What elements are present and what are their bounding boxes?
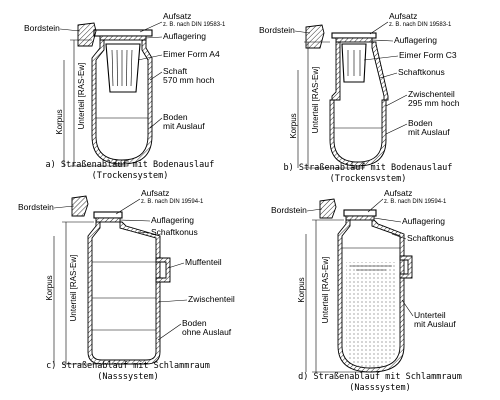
- panel-c-caption-2: (Nasssystem): [97, 372, 158, 382]
- panel-d-body: [337, 209, 413, 373]
- panel-b-bordstein: Bordstein: [259, 25, 295, 35]
- panel-d-unterteil-2: mit Auslauf: [414, 319, 456, 329]
- panel-b-schaftkonus: Schaftkonus: [398, 67, 445, 77]
- panel-a-korpus: Korpus: [55, 109, 64, 134]
- panel-c-auflagering: Auflagering: [151, 215, 194, 225]
- panel-b-body: [329, 32, 389, 169]
- panel-d-korpus: Korpus: [297, 277, 306, 302]
- panel-b-aufsatz: Aufsatz: [389, 11, 417, 21]
- panel-a-unterteil: Unterteil [RAS-Ew]: [77, 63, 86, 130]
- panel-b-boden-2: mit Auslauf: [408, 127, 450, 137]
- panel-d-caption-2: (Nasssystem): [349, 383, 410, 393]
- panel-b-boden-1: Boden: [408, 118, 433, 128]
- panel-c-boden-2: ohne Auslauf: [182, 327, 232, 337]
- panel-c-caption-1: c) Straßenablauf mit Schlammraum: [46, 361, 210, 371]
- panel-a-schaft-2: 570 mm hoch: [163, 75, 215, 85]
- panel-a-schaft-1: Schaft: [163, 66, 188, 76]
- panel-c-muffenteil: Muffenteil: [185, 257, 222, 267]
- panel-b-aufsatz-note: z. B. nach DIN 19583-1: [389, 22, 452, 28]
- panel-c-dimensions: [53, 221, 104, 365]
- panel-d-dimensions: [305, 219, 368, 373]
- panel-b-auflagering: Auflagering: [394, 35, 437, 45]
- panel-c-korpus: Korpus: [45, 275, 54, 300]
- panel-a-bordstein: Bordstein: [24, 23, 60, 33]
- panel-a-caption-2: (Trockensystem): [92, 171, 169, 181]
- panel-d-aufsatz: Aufsatz: [384, 188, 412, 198]
- panel-c-unterteil: Unterteil [RAS-Ew]: [69, 255, 78, 322]
- panel-d-auflagering: Auflagering: [402, 216, 445, 226]
- panel-a-body: [91, 29, 153, 167]
- panel-a-auflagering: Auflagering: [163, 31, 206, 41]
- panel-b-unterteil: Unterteil [RAS-Ew]: [311, 67, 320, 134]
- panel-d-aufsatz-note: z. B. nach DIN 19594-1: [384, 199, 447, 205]
- panel-c-bordstein: Bordstein: [18, 202, 54, 212]
- panel-a-aufsatz-note: z. B. nach DIN 19583-1: [163, 22, 226, 28]
- panel-a-eimer: Eimer Form A4: [163, 49, 220, 59]
- panel-a-caption-1: a) Straßenablauf mit Bodenauslauf: [46, 160, 215, 170]
- panel-b: Korpus Unterteil [RAS-Ew] Bordstein Aufs…: [259, 11, 460, 184]
- panel-b-korpus: Korpus: [289, 113, 298, 138]
- panel-d-schaftkonus: Schaftkonus: [407, 233, 454, 243]
- panel-b-dimensions: [297, 41, 356, 169]
- panel-d-caption-1: d) Straßenablauf mit Schlammraum: [298, 372, 462, 382]
- panel-a: Korpus Unterteil [RAS-Ew] Bordstein Aufs…: [24, 11, 226, 181]
- panel-a-dimensions: [63, 39, 120, 167]
- panel-a-boden-2: mit Auslauf: [163, 121, 205, 131]
- panel-d-unterteil: Unterteil [RAS-Ew]: [321, 257, 330, 324]
- panel-c: Korpus Unterteil [RAS-Ew] Bordstein Aufs…: [18, 188, 235, 382]
- panel-a-aufsatz: Aufsatz: [163, 11, 191, 21]
- panel-b-curb: [305, 24, 325, 49]
- panel-c-aufsatz-note: z. B. nach DIN 19594-1: [141, 199, 204, 205]
- panel-d: Korpus Unterteil [RAS-Ew] Bordstein Aufs…: [271, 188, 462, 393]
- panel-d-bordstein: Bordstein: [271, 205, 307, 215]
- panel-c-schaftkonus: Schaftkonus: [151, 227, 198, 237]
- panel-d-curb: [319, 198, 337, 219]
- panel-c-curb: [71, 195, 89, 217]
- panel-c-aufsatz: Aufsatz: [141, 188, 169, 198]
- panel-b-zwischenteil-1: Zwischenteil: [408, 89, 455, 99]
- panel-c-boden-1: Boden: [182, 318, 207, 328]
- panel-b-zwischenteil-2: 295 mm hoch: [408, 98, 460, 108]
- panel-d-unterteil-1: Unterteil: [414, 310, 446, 320]
- panel-a-curb: [77, 22, 97, 47]
- panel-b-caption-1: b) Straßenablauf mit Bodenauslauf: [284, 163, 453, 173]
- panel-a-boden-1: Boden: [163, 112, 188, 122]
- panel-b-eimer: Eimer Form C3: [399, 50, 457, 60]
- panel-c-zwischenteil: Zwischenteil: [188, 294, 235, 304]
- panel-b-caption-2: (Trockensvstem): [330, 174, 407, 184]
